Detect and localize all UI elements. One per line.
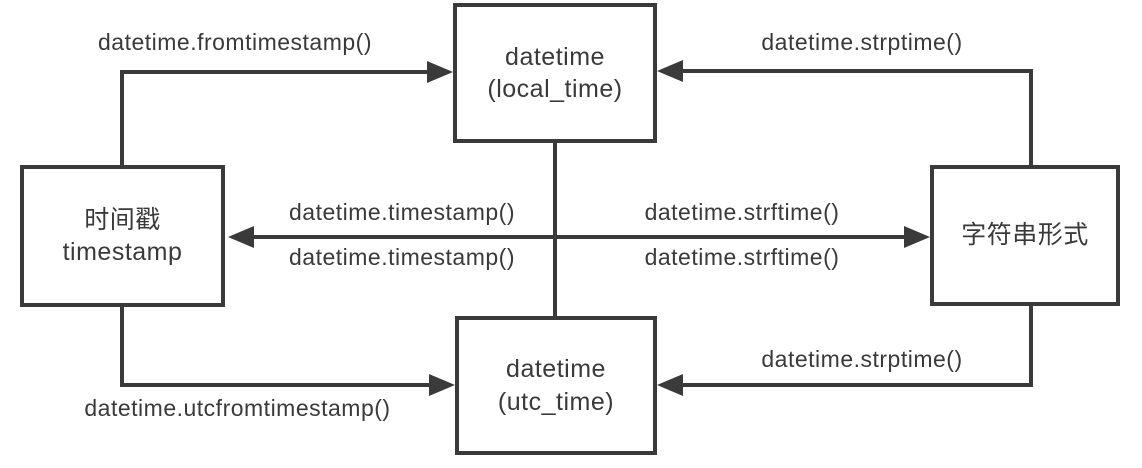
edge-label-timestamp-upper: datetime.timestamp() (288, 199, 515, 225)
node-datetime-utc-time: datetime (utc_time) (455, 316, 657, 455)
edge-center-vertical-connector (553, 141, 557, 318)
edge-label-strptime-to-local: datetime.strptime() (761, 29, 963, 55)
edge-label-strptime-to-utc: datetime.strptime() (761, 346, 963, 372)
edge-label-fromtimestamp: datetime.fromtimestamp() (97, 29, 372, 55)
edge-utcfromtimestamp-vertical-segment (120, 305, 124, 387)
edge-strptime-bottom-vertical-segment (1029, 304, 1033, 387)
node-datetime-utc-line2: (utc_time) (497, 387, 615, 416)
edge-center-horizontal-segment (252, 235, 906, 239)
node-datetime-local-time: datetime (local_time) (453, 3, 657, 143)
node-timestamp: 时间戳 timestamp (20, 165, 225, 307)
strptime-bottom-arrowhead-left-icon (657, 374, 683, 396)
edge-label-strftime-upper: datetime.strftime() (644, 199, 840, 225)
node-datetime-local-line2: (local_time) (487, 75, 623, 103)
node-datetime-utc-line1: datetime (506, 355, 606, 383)
node-string-format: 字符串形式 (930, 165, 1120, 306)
strptime-top-arrowhead-left-icon (657, 60, 683, 82)
edge-strptime-bottom-horizontal-segment (681, 383, 1033, 387)
edge-label-timestamp-lower: datetime.timestamp() (288, 244, 515, 270)
node-timestamp-line2: timestamp (62, 238, 183, 266)
edge-utcfromtimestamp-horizontal-segment (120, 383, 431, 387)
strftime-arrowhead-right-icon (904, 226, 930, 248)
edge-fromtimestamp-vertical-segment (120, 70, 124, 167)
node-datetime-local-line1: datetime (505, 42, 605, 71)
edge-fromtimestamp-horizontal-segment (120, 70, 429, 74)
node-string-format-label: 字符串形式 (961, 221, 1089, 250)
timestamp-arrowhead-left-icon (228, 226, 254, 248)
fromtimestamp-arrowhead-right-icon (427, 61, 453, 83)
edge-strptime-top-vertical-segment (1029, 69, 1033, 167)
edge-label-utcfromtimestamp: datetime.utcfromtimestamp() (84, 395, 391, 421)
edge-label-strftime-lower: datetime.strftime() (644, 244, 840, 270)
edge-strptime-top-horizontal-segment (681, 69, 1033, 73)
utcfromtimestamp-arrowhead-right-icon (429, 374, 455, 396)
node-timestamp-line1: 时间戳 (84, 205, 161, 234)
